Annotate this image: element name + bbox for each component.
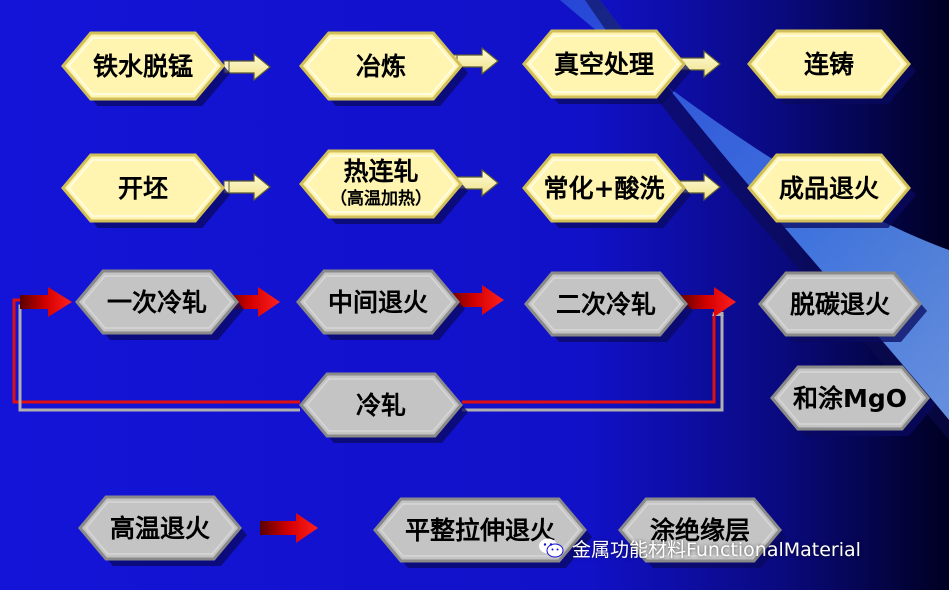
process-step-r3c1: 一次冷轧: [75, 269, 244, 340]
process-step-r5c2: 平整拉伸退火: [373, 497, 592, 568]
step-shape: [61, 153, 225, 223]
wechat-icon: [538, 537, 564, 559]
process-step-r1c1: 铁水脱锰: [61, 31, 230, 106]
process-step-r3c3: 二次冷轧: [524, 271, 693, 342]
step-inner: [306, 155, 456, 213]
watermark-text: 金属功能材料FunctionalMaterial: [572, 538, 861, 561]
step-label: 平整拉伸退火: [405, 516, 555, 545]
step-shape: [522, 29, 686, 99]
process-step-r1c4: 连铸: [747, 29, 916, 104]
flow-arrow-entry: [20, 287, 72, 317]
step-inner: [529, 35, 679, 93]
step-label: 涂绝缘层: [650, 516, 750, 545]
step-inner: [82, 275, 232, 329]
step-inner: [531, 277, 681, 331]
step-label: 开坯: [118, 174, 168, 203]
watermark: 金属功能材料FunctionalMaterial: [538, 533, 861, 563]
step-shape: [296, 269, 460, 335]
step-label: 连铸: [804, 50, 854, 79]
step-label: 和涂MgO: [793, 384, 907, 413]
step-label: 热连轧: [343, 157, 418, 186]
process-step-r1c2: 冶炼: [299, 31, 468, 106]
step-inner: [68, 37, 218, 95]
step-shape: [522, 153, 686, 223]
step-inner: [306, 37, 456, 95]
step-label: 脱碳退火: [790, 290, 890, 319]
step-label: 冷轧: [356, 391, 406, 420]
step-shape: [61, 31, 225, 101]
step-shape: [373, 497, 587, 563]
process-step-r2c4: 成品退火: [747, 153, 916, 228]
process-step-r5c1: 高温退火: [78, 495, 247, 566]
step-label: 成品退火: [779, 174, 879, 203]
process-step-r4c2: 冷轧: [299, 372, 468, 443]
step-label: 高温退火: [110, 514, 210, 543]
step-inner: [380, 503, 580, 557]
step-inner: [303, 275, 453, 329]
step-label: 一次冷轧: [107, 288, 207, 317]
step-label: 铁水脱锰: [93, 52, 193, 81]
process-step-r2c1: 开坯: [61, 153, 230, 228]
step-shape: [618, 497, 782, 563]
step-shape: [524, 271, 688, 337]
step-shape: [299, 149, 463, 219]
flow-arrow-r5c1-r5c2: [260, 513, 318, 543]
process-step-r5c3: 涂绝缘层: [618, 497, 787, 568]
step-label: 冶炼: [356, 52, 406, 81]
step-label: 常化+酸洗: [544, 174, 665, 203]
flow-arrow-r3c1-r3c2: [222, 287, 280, 317]
process-step-r2c2: 热连轧（高温加热）: [299, 149, 468, 224]
step-inner: [68, 159, 218, 217]
process-step-r2c3: 常化+酸洗: [522, 153, 691, 228]
bypass-line-gray-right: [462, 312, 724, 412]
step-inner: [754, 159, 904, 217]
step-inner: [777, 371, 923, 425]
process-step-r4c4: 和涂MgO: [770, 365, 935, 436]
step-inner: [85, 501, 235, 555]
step-inner: [306, 378, 456, 432]
bypass-line-red-left: [12, 298, 300, 404]
step-shape: [299, 31, 463, 101]
step-sublabel: （高温加热）: [330, 188, 432, 209]
flow-arrow-r3c3-r3c4: [678, 287, 736, 317]
process-step-r1c3: 真空处理: [522, 29, 691, 104]
process-step-r3c2: 中间退火: [296, 269, 465, 340]
step-label: 二次冷轧: [556, 290, 656, 319]
step-shape: [78, 495, 242, 561]
step-shape: [299, 372, 463, 438]
step-inner: [529, 159, 679, 217]
step-shape: [758, 271, 922, 337]
step-shape: [770, 365, 930, 431]
step-label: 中间退火: [328, 288, 428, 317]
step-shape: [75, 269, 239, 335]
process-step-r3c4: 脱碳退火: [758, 271, 927, 342]
step-shape: [747, 153, 911, 223]
flow-arrow-r3c2-r3c3: [446, 285, 504, 315]
bypass-line-red-right: [462, 312, 716, 404]
step-inner: [625, 503, 775, 557]
step-shape: [747, 29, 911, 99]
step-label: 真空处理: [554, 50, 654, 79]
step-inner: [754, 35, 904, 93]
step-inner: [765, 277, 915, 331]
